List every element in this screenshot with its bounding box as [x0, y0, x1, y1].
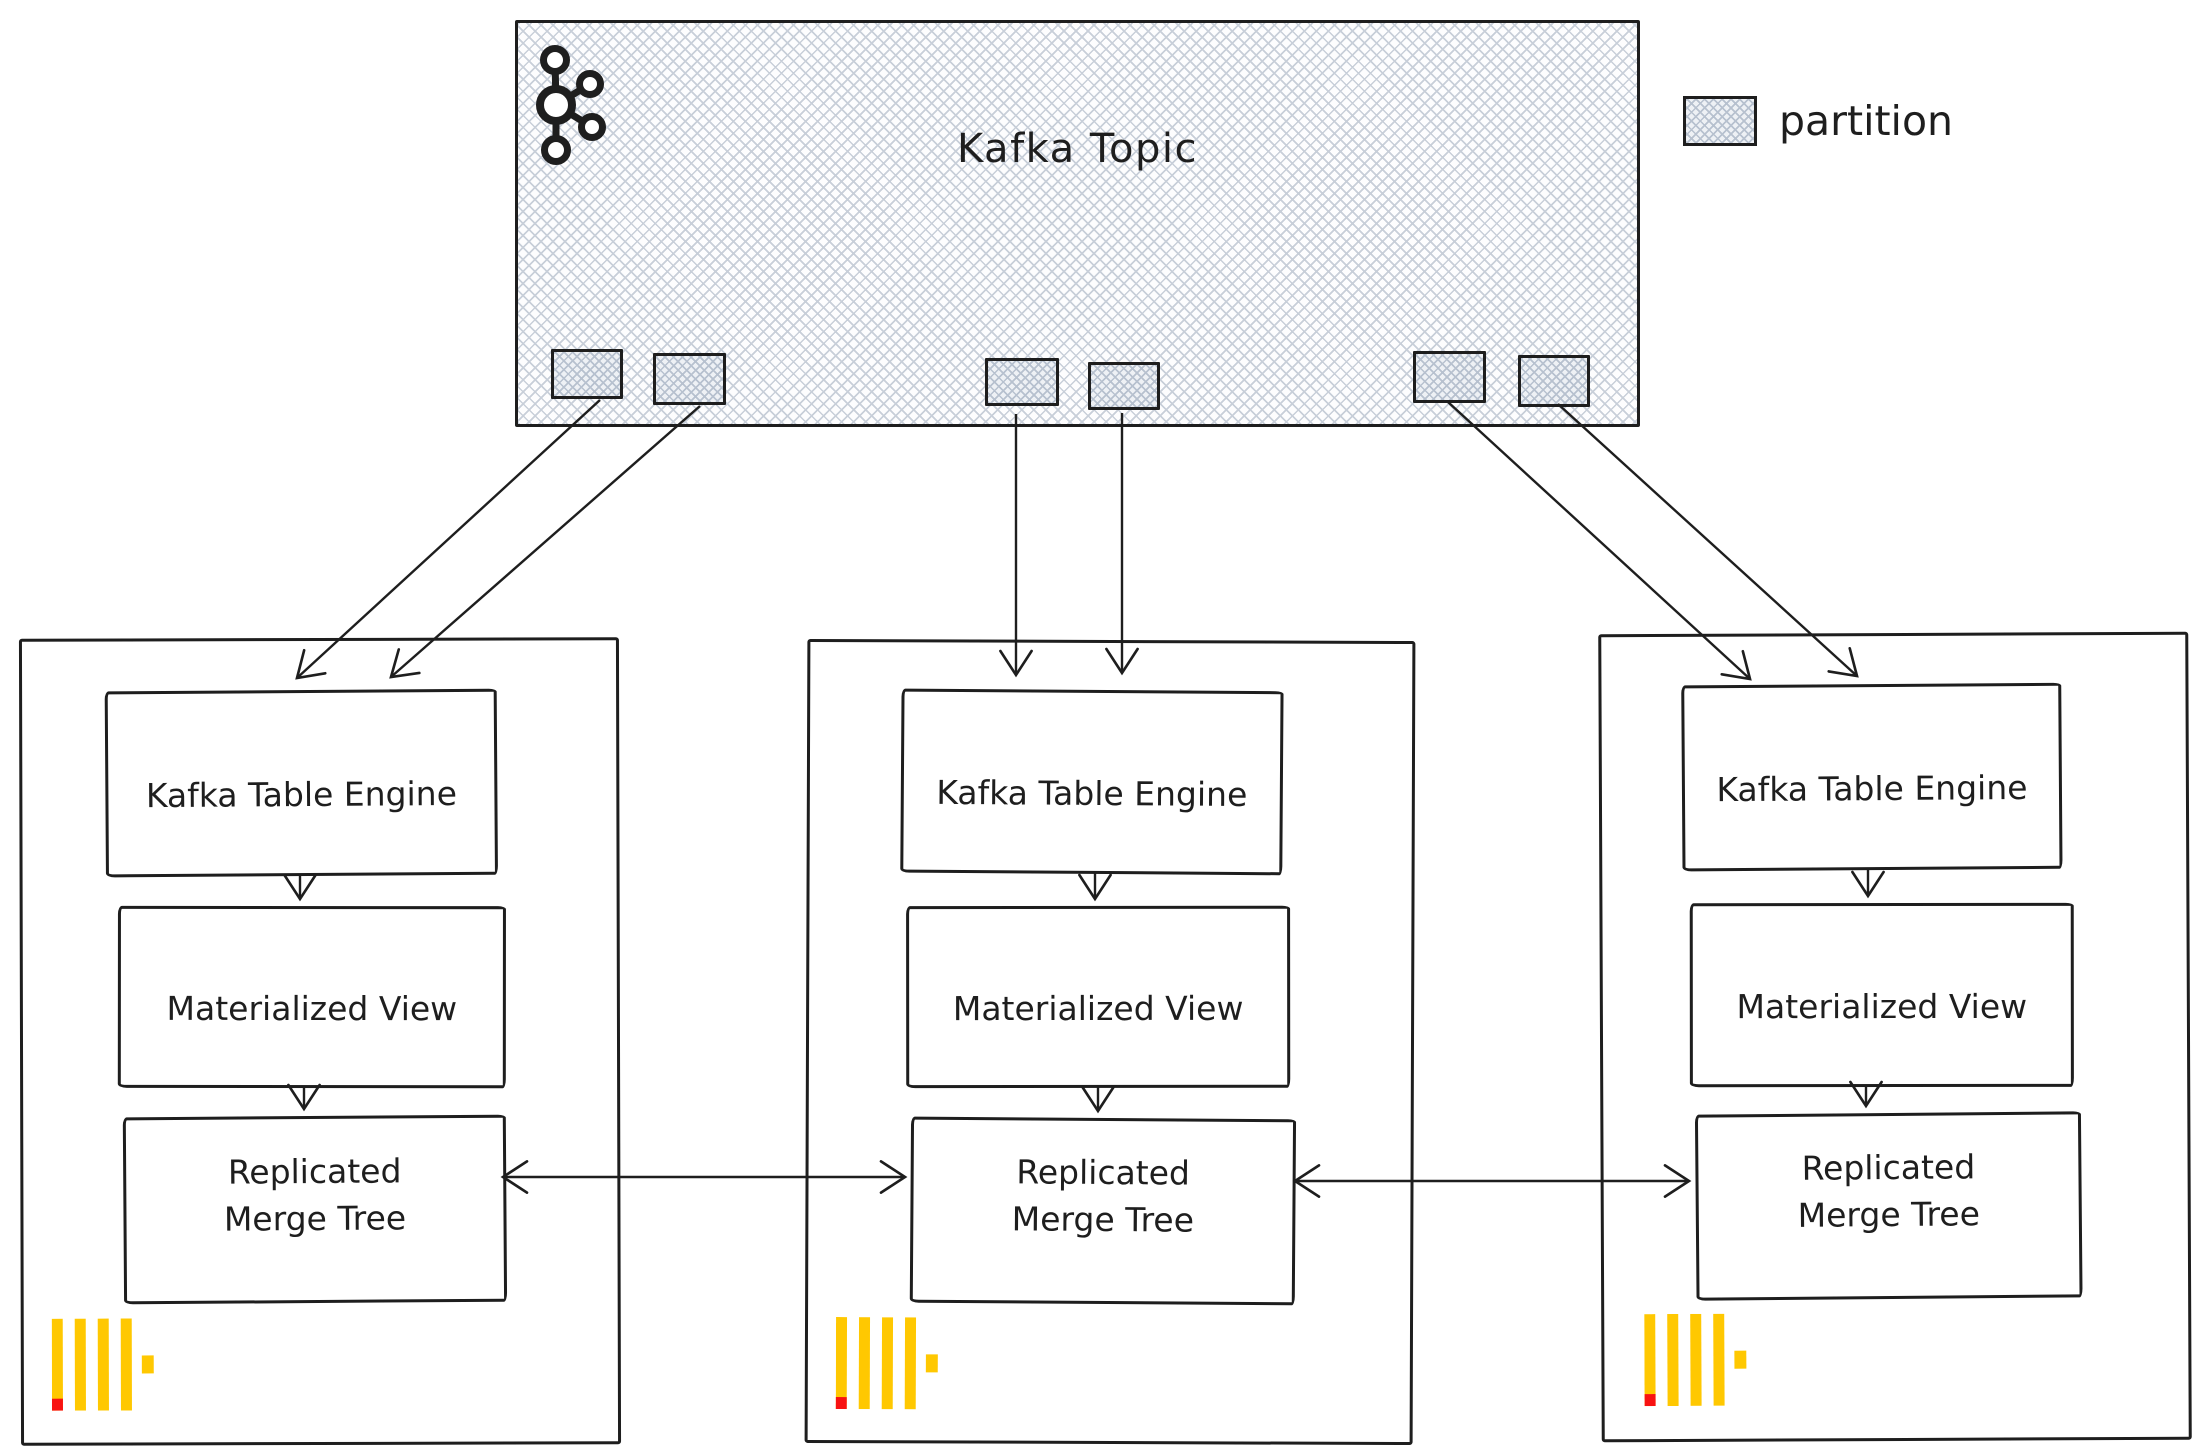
clickhouse-logo-icon — [1644, 1313, 1747, 1407]
replicated-merge-tree-box: Replicated Merge Tree — [1694, 1111, 2083, 1301]
kafka-table-engine-label: Kafka Table Engine — [1716, 767, 2028, 809]
clickhouse-replica-2: Kafka Table Engine Materialized View Rep… — [804, 638, 1416, 1446]
partition-square-1 — [551, 349, 623, 399]
kafka-topic-box: Kafka Topic — [515, 20, 1640, 427]
kafka-table-engine-label: Kafka Table Engine — [145, 773, 458, 815]
replicated-merge-tree-label: Replicated Merge Tree — [223, 1151, 407, 1239]
materialized-view-box: Materialized View — [117, 905, 506, 1089]
clickhouse-logo-icon — [51, 1318, 154, 1411]
legend: partition — [1683, 90, 1953, 152]
kafka-logo-icon — [536, 45, 606, 165]
replicated-merge-tree-box: Replicated Merge Tree — [909, 1116, 1297, 1306]
partition-square-3 — [985, 358, 1059, 406]
kafka-table-engine-box: Kafka Table Engine — [1681, 682, 2063, 872]
partition-square-4 — [1088, 362, 1160, 410]
materialized-view-label: Materialized View — [166, 988, 458, 1028]
legend-label: partition — [1779, 97, 1954, 145]
materialized-view-label: Materialized View — [952, 988, 1244, 1028]
clickhouse-logo-icon — [835, 1317, 938, 1410]
partition-square-6 — [1518, 355, 1590, 407]
partition-square-5 — [1413, 351, 1486, 403]
clickhouse-replica-3: Kafka Table Engine Materialized View Rep… — [1598, 631, 2192, 1443]
materialized-view-box: Materialized View — [1689, 902, 2074, 1088]
kafka-table-engine-box: Kafka Table Engine — [900, 688, 1284, 876]
kafka-topic-title: Kafka Topic — [957, 126, 1198, 172]
arrow-partition-2-to-replica-1 — [389, 405, 701, 679]
replicated-merge-tree-label: Replicated Merge Tree — [1011, 1152, 1195, 1240]
kafka-table-engine-box: Kafka Table Engine — [104, 688, 498, 878]
replicated-merge-tree-box: Replicated Merge Tree — [122, 1114, 508, 1305]
partition-swatch-icon — [1683, 96, 1757, 146]
kafka-table-engine-label: Kafka Table Engine — [936, 772, 1248, 814]
arrow-partition-1-to-replica-1 — [295, 399, 601, 680]
replicated-merge-tree-label: Replicated Merge Tree — [1797, 1147, 1981, 1235]
materialized-view-box: Materialized View — [906, 905, 1291, 1089]
materialized-view-label: Materialized View — [1736, 986, 2028, 1026]
partition-square-2 — [653, 353, 726, 405]
clickhouse-replica-1: Kafka Table Engine Materialized View Rep… — [18, 637, 622, 1446]
